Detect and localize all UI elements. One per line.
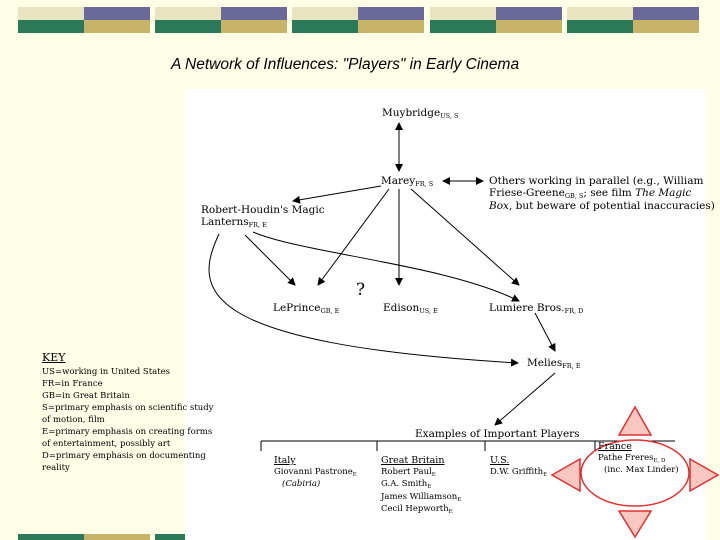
node-muybridge: MuybridgeUS, S: [382, 107, 459, 120]
tile-segment: [633, 7, 699, 20]
triangle-right: [689, 457, 720, 493]
tile-segment: [358, 7, 424, 20]
node-others: Others working in parallel (e.g., Willia…: [489, 175, 715, 212]
triangle-left: [550, 457, 581, 493]
node-lumiere: Lumiere Bros.FR, D: [489, 302, 584, 315]
edge-melies-examples: [494, 372, 556, 426]
edge-houdin-leprince: [244, 234, 296, 286]
tile-segment: [358, 20, 424, 33]
header-tile: [155, 7, 287, 33]
tile-segment: [84, 7, 150, 20]
tile-segment: [221, 7, 287, 20]
header-tile: [567, 7, 699, 33]
tile-segment: [292, 7, 358, 20]
triangle-bottom: [617, 510, 653, 539]
header-tile: [18, 7, 150, 33]
emphasis-shapes: [550, 405, 720, 539]
triangle-top: [617, 405, 653, 436]
slide-title: A Network of Influences: "Players" in Ea…: [170, 56, 520, 73]
tile-segment: [18, 7, 84, 20]
players-france: France Pathe FreresE, D (inc. Max Linder…: [598, 441, 679, 475]
footer-tile: [18, 534, 150, 540]
edge-houdin-lumiere: [252, 231, 520, 302]
tile-segment: [496, 7, 562, 20]
node-leprince: LePrinceGB, E: [273, 302, 340, 315]
players-britain: Great Britain Robert PaulE G.A. SmithE J…: [381, 455, 462, 515]
key-legend: KEY US=working in United States FR=in Fr…: [42, 351, 214, 474]
edge-marey-leprince: [317, 188, 390, 286]
players-italy: Italy Giovanni PastroneE (Cabiria): [274, 455, 357, 489]
node-marey: MareyFR, S: [381, 175, 434, 188]
node-houdin: Robert-Houdin's Magic LanternsFR, E: [201, 204, 325, 229]
edge-houdin-melies: [208, 233, 519, 367]
node-edison: EdisonUS, E: [383, 302, 438, 315]
tile-segment: [567, 7, 633, 20]
header-tile: [430, 7, 562, 33]
tile-segment: [155, 7, 221, 20]
connector-lines: [208, 122, 675, 451]
tile-segment: [292, 20, 358, 33]
tile-segment: [18, 20, 84, 33]
players-us: U.S. D.W. GriffithE: [490, 455, 548, 478]
edge-marey-houdin: [292, 185, 382, 204]
tile-segment: [633, 20, 699, 33]
tile-segment: [221, 20, 287, 33]
tile-segment: [567, 20, 633, 33]
tile-segment: [84, 20, 150, 33]
edge-lumiere-melies: [534, 312, 556, 352]
tile-segment: [430, 7, 496, 20]
header-tile: [292, 7, 424, 33]
tile-segment: [155, 20, 221, 33]
question-mark: ?: [356, 280, 366, 300]
tile-segment: [430, 20, 496, 33]
node-examples: Examples of Important Players: [415, 428, 580, 440]
node-melies: MeliesFR, E: [527, 357, 581, 370]
tile-segment: [496, 20, 562, 33]
edge-marey-lumiere: [410, 188, 520, 286]
france-oval: [580, 439, 690, 507]
